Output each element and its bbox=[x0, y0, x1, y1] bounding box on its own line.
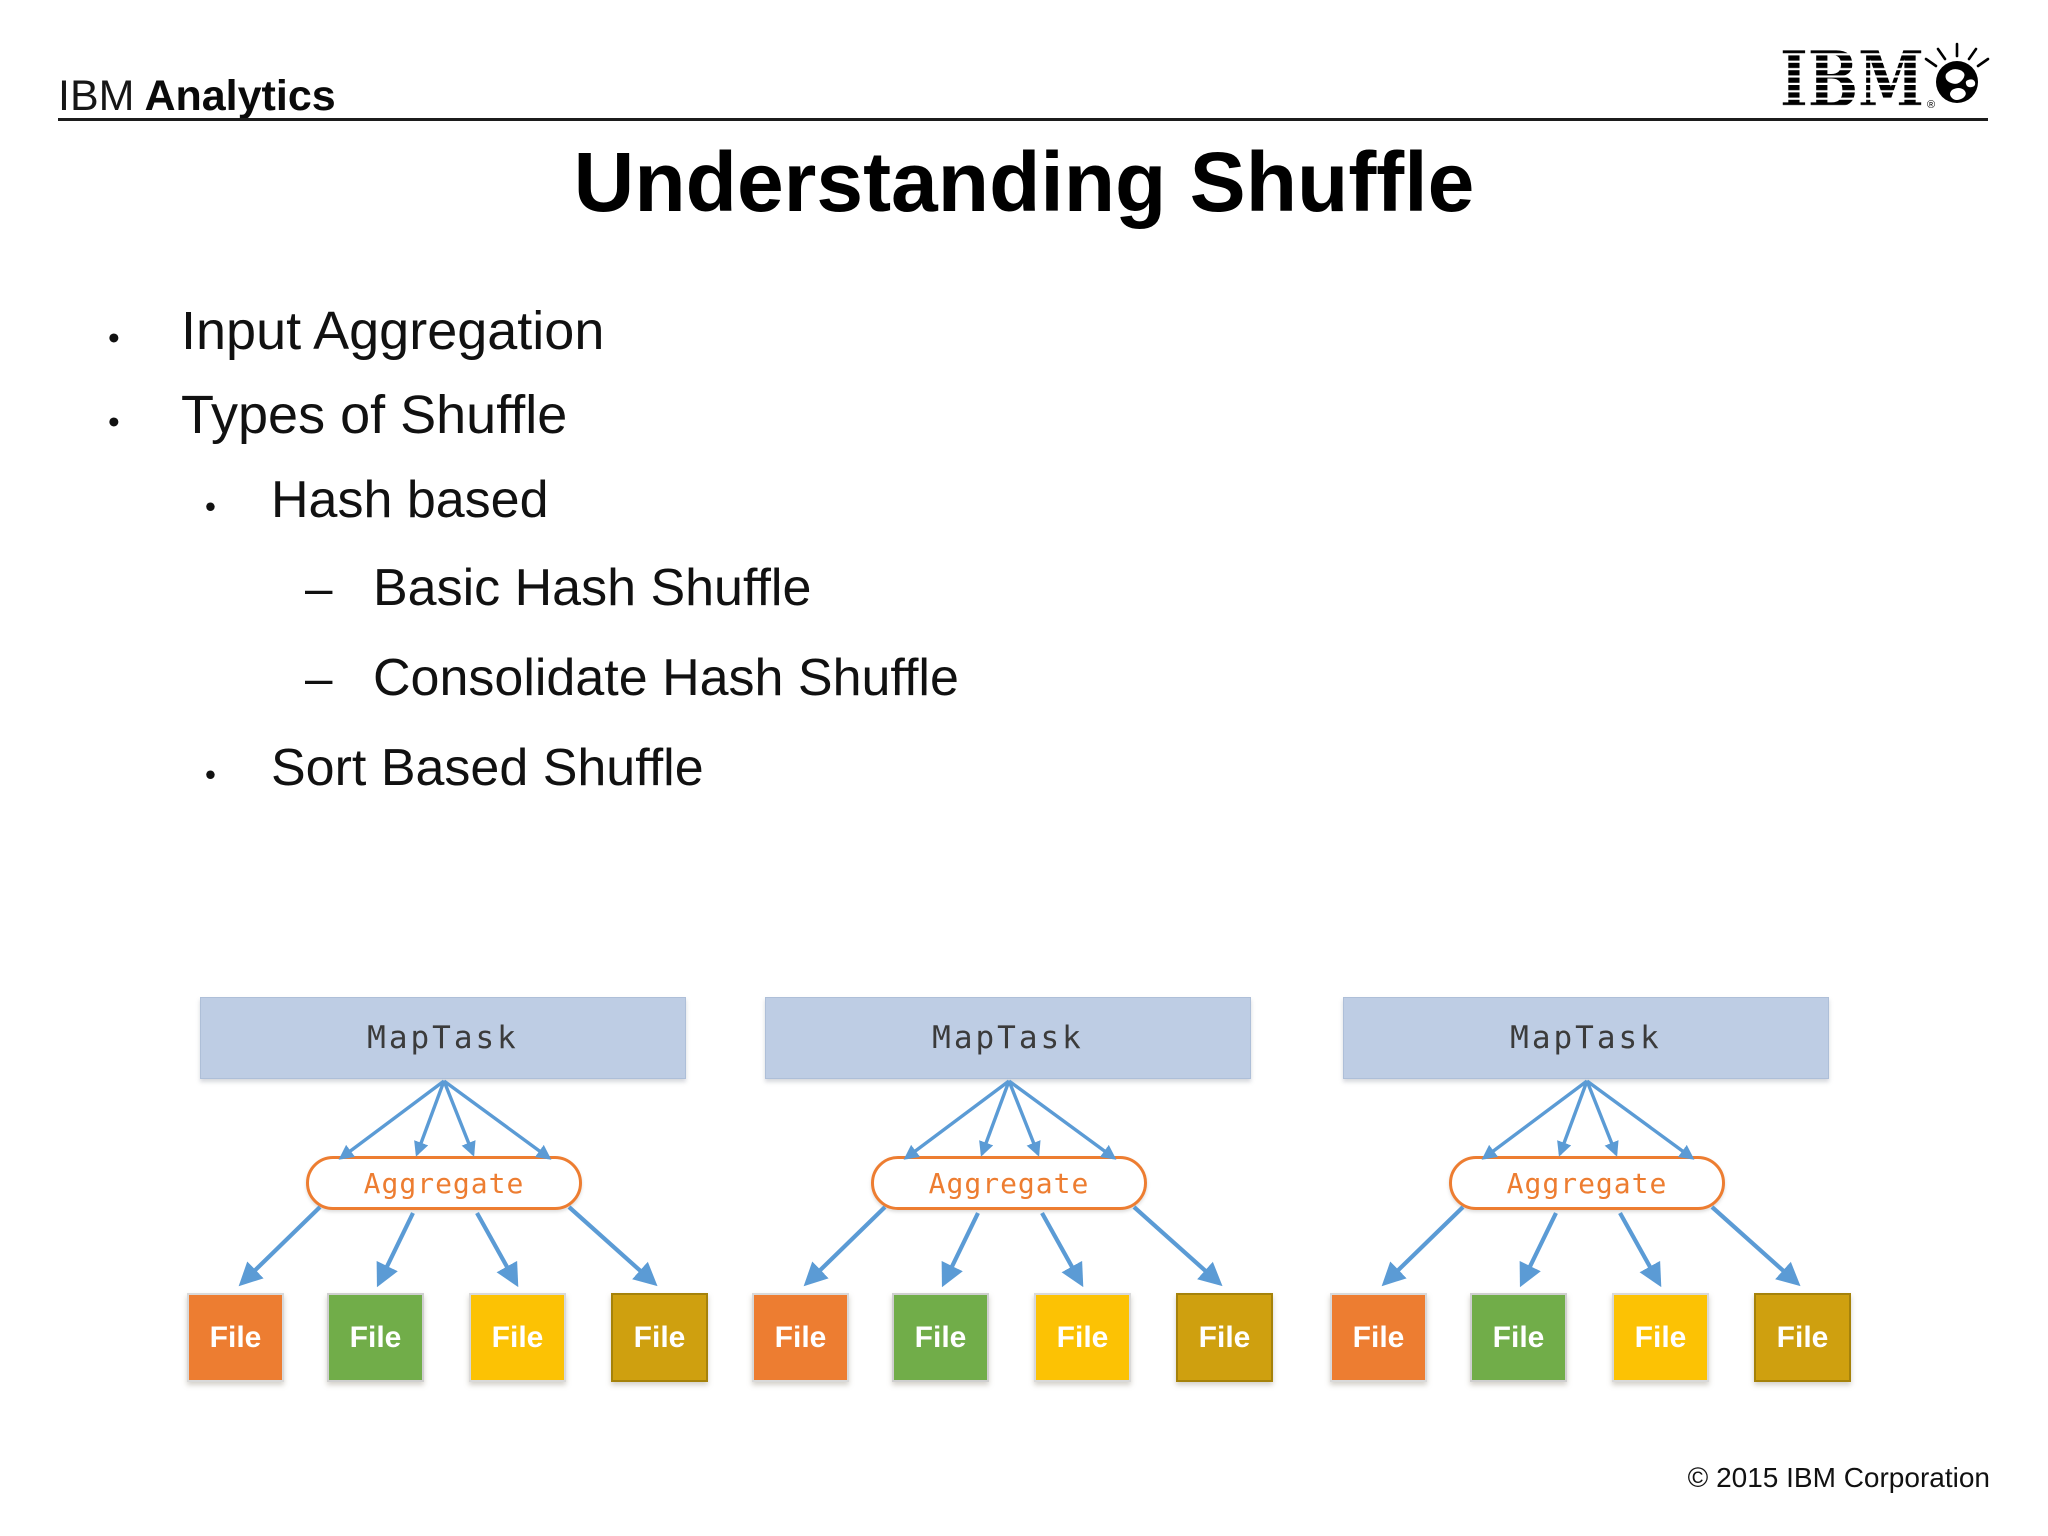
file-box-yellow: File bbox=[1612, 1293, 1709, 1382]
file-box-orange: File bbox=[752, 1293, 849, 1382]
bullet-marker: – bbox=[305, 651, 333, 706]
bullet-consolidate-hash-shuffle: – Consolidate Hash Shuffle bbox=[305, 648, 959, 708]
ibm-logo-text: IBM bbox=[1780, 40, 1924, 112]
bullet-marker: • bbox=[205, 489, 216, 524]
bullet-input-aggregation: • Input Aggregation bbox=[108, 300, 604, 362]
shuffle-diagram-group-3: MapTask Aggregate File File File File bbox=[1330, 997, 1854, 1389]
bullet-text: Types of Shuffle bbox=[181, 385, 568, 445]
maptask-box: MapTask bbox=[1343, 997, 1829, 1079]
bullet-marker: • bbox=[108, 404, 120, 441]
bullet-marker: • bbox=[205, 757, 216, 792]
maptask-box: MapTask bbox=[765, 997, 1251, 1079]
maptask-box: MapTask bbox=[200, 997, 686, 1079]
bullet-marker: – bbox=[305, 561, 333, 616]
shuffle-diagram-group-2: MapTask Aggregate File File File File bbox=[752, 997, 1276, 1389]
copyright-notice: © 2015 IBM Corporation bbox=[1687, 1462, 1990, 1493]
file-box-orange: File bbox=[1330, 1293, 1427, 1382]
shuffle-diagram-group-1: MapTask Aggregate File File File File bbox=[187, 997, 711, 1389]
aggregate-node: Aggregate bbox=[1449, 1156, 1725, 1210]
aggregate-node: Aggregate bbox=[306, 1156, 582, 1210]
file-box-green: File bbox=[1470, 1293, 1567, 1382]
bullet-text: Input Aggregation bbox=[181, 301, 605, 361]
file-box-gold: File bbox=[611, 1293, 708, 1382]
bullet-text: Sort Based Shuffle bbox=[271, 739, 704, 797]
bullet-text: Hash based bbox=[271, 471, 549, 529]
page-title: Understanding Shuffle bbox=[573, 135, 1475, 229]
header-divider bbox=[58, 118, 1988, 121]
file-box-green: File bbox=[892, 1293, 989, 1382]
file-box-gold: File bbox=[1754, 1293, 1851, 1382]
brand-ibm-text: IBM bbox=[58, 72, 135, 120]
bullet-hash-based: • Hash based bbox=[205, 470, 549, 530]
aggregate-node: Aggregate bbox=[871, 1156, 1147, 1210]
file-box-gold: File bbox=[1176, 1293, 1273, 1382]
file-box-orange: File bbox=[187, 1293, 284, 1382]
file-box-green: File bbox=[327, 1293, 424, 1382]
bullet-types-of-shuffle: • Types of Shuffle bbox=[108, 384, 567, 446]
ibm-logo: IBM ® bbox=[1780, 40, 1990, 112]
ibm-logo-registered-mark: ® bbox=[1927, 99, 1935, 111]
smarter-planet-globe-icon bbox=[1924, 42, 1990, 103]
file-box-yellow: File bbox=[469, 1293, 566, 1382]
bullet-basic-hash-shuffle: – Basic Hash Shuffle bbox=[305, 558, 811, 618]
bullet-sort-based-shuffle: • Sort Based Shuffle bbox=[205, 738, 704, 798]
file-box-yellow: File bbox=[1034, 1293, 1131, 1382]
bullet-text: Basic Hash Shuffle bbox=[373, 559, 812, 617]
brand-analytics-text: Analytics bbox=[144, 72, 336, 120]
bullet-marker: • bbox=[108, 320, 120, 357]
bullet-text: Consolidate Hash Shuffle bbox=[373, 649, 959, 707]
